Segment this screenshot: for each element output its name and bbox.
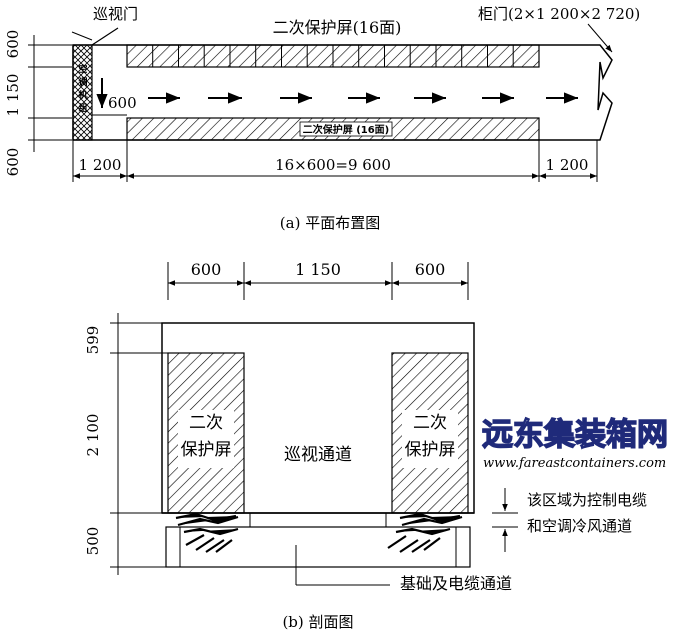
plan-dim-bottom-mid: 16×600=9 600 <box>275 156 391 174</box>
cable-zone-label-2: 和空调冷风通道 <box>527 517 632 535</box>
section-dim-left-mid: 2 100 <box>84 414 102 457</box>
screen-left-label-bg <box>178 410 234 468</box>
screen-row-top-label: 二次保护屏(16面) <box>273 18 402 37</box>
watermark-url: www.fareastcontainers.com <box>483 456 666 471</box>
plan-dim-bottom-left: 1 200 <box>79 156 122 174</box>
watermark-title: 远东集装箱网 <box>482 417 668 453</box>
section-screen-left-label-2: 保护屏 <box>181 440 232 460</box>
aircon-unit <box>72 44 93 141</box>
foundation-box <box>165 526 471 568</box>
inner-dim-label: 600 <box>108 94 137 112</box>
plan-caption: (a) 平面布置图 <box>280 214 380 232</box>
section-screen-left-label-1: 二次 <box>189 413 223 433</box>
inspection-door-leader <box>71 31 93 41</box>
plan-dim-bottom-right: 1 200 <box>546 156 589 174</box>
plan-bottom-dimension <box>72 140 598 182</box>
cable-bundle-left <box>175 512 239 553</box>
plan-left-dimension <box>28 35 72 152</box>
section-top-dimension <box>167 262 469 300</box>
plan-dim-left-bottom: 600 <box>4 148 22 177</box>
screen-right-label-bg <box>402 410 458 468</box>
bottom-label-bg <box>299 121 393 137</box>
plan-view: 空调机组 巡视门 二次保护屏(16面) 二次保护屏 (16面) <box>4 5 640 232</box>
section-aisle-label: 巡视通道 <box>284 445 352 465</box>
airflow-arrows <box>96 78 578 108</box>
section-dim-top-left: 600 <box>191 260 222 279</box>
screen-row-top-dividers <box>152 45 514 67</box>
top-label-bg <box>260 15 450 39</box>
cable-bundle-right <box>387 512 463 553</box>
section-dim-top-right: 600 <box>415 260 446 279</box>
section-caption: (b) 剖面图 <box>282 613 353 631</box>
cabinet-door-leader <box>587 23 613 53</box>
section-screen-right-label-1: 二次 <box>413 413 447 433</box>
plan-dim-left-mid: 1 150 <box>4 74 22 117</box>
watermark: 远东集装箱网 www.fareastcontainers.com <box>481 416 668 471</box>
aircon-label: 空调机组 <box>78 63 87 114</box>
foundation-label: 基础及电缆通道 <box>400 574 512 593</box>
inspection-door-label: 巡视门 <box>93 5 138 23</box>
section-screen-right-label-2: 保护屏 <box>405 440 456 460</box>
plan-dim-left-top: 600 <box>4 30 22 59</box>
section-dim-left-bottom: 500 <box>84 527 102 556</box>
inspection-door-leaf <box>91 27 119 46</box>
section-left-dimension <box>110 313 168 575</box>
section-dim-left-top: 599 <box>84 326 102 355</box>
section-view: 600 1 150 600 二次 保护屏 二次 保护屏 巡视通道 <box>84 260 647 631</box>
cabinet-door-label: 柜门(2×1 200×2 720) <box>478 5 640 23</box>
cable-zone-marker <box>492 488 518 552</box>
screen-row-bottom-label: 二次保护屏 (16面) <box>303 123 390 136</box>
section-dim-top-mid: 1 150 <box>295 260 341 279</box>
floor-slab <box>249 512 387 528</box>
cable-zone-label-1: 该区域为控制电缆 <box>527 491 647 509</box>
